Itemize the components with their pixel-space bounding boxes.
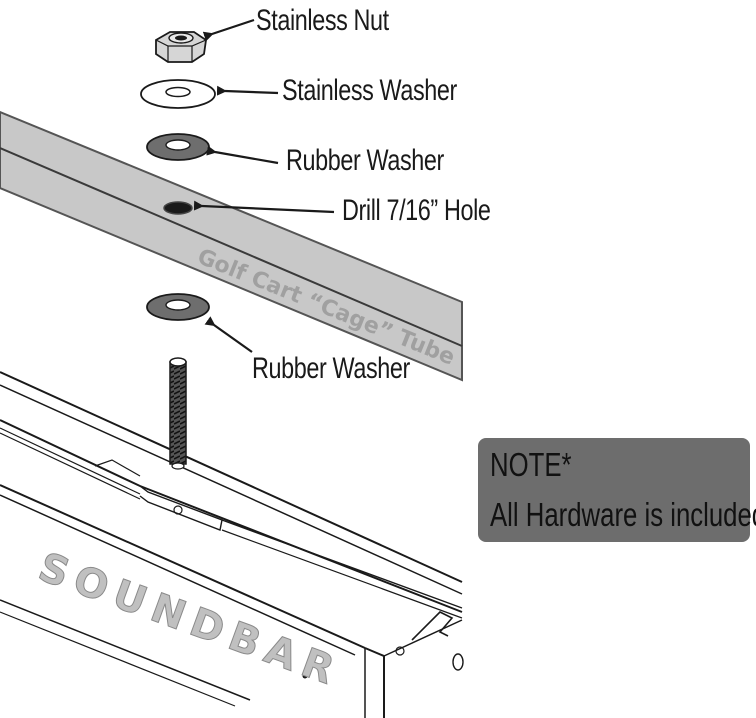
hole-arrow — [193, 200, 335, 214]
rubber-washer-top-arrow — [206, 145, 279, 165]
threaded-stud — [169, 357, 187, 470]
stainless-nut — [155, 31, 207, 63]
callout-stainless-washer: Stainless Washer — [282, 74, 457, 107]
callout-stainless-nut: Stainless Nut — [256, 4, 389, 37]
rubber-washer-bottom-arrow — [204, 316, 253, 353]
note-box: NOTE* All Hardware is included — [478, 438, 756, 542]
rubber-washer-top — [146, 133, 210, 161]
note-text: All Hardware is included — [490, 496, 756, 533]
nut-arrow — [202, 18, 255, 42]
stainless-washer-arrow — [216, 85, 279, 96]
callout-rubber-washer-bottom: Rubber Washer — [252, 352, 410, 385]
cage-tube — [0, 110, 463, 382]
soundbar — [0, 371, 464, 718]
rubber-washer-bottom — [146, 293, 210, 321]
leader-arrows — [193, 18, 335, 353]
note-title: NOTE* — [490, 446, 572, 483]
callout-drill-hole: Drill 7/16” Hole — [342, 194, 491, 227]
callout-rubber-washer-top: Rubber Washer — [286, 144, 444, 177]
stainless-washer — [140, 79, 216, 109]
